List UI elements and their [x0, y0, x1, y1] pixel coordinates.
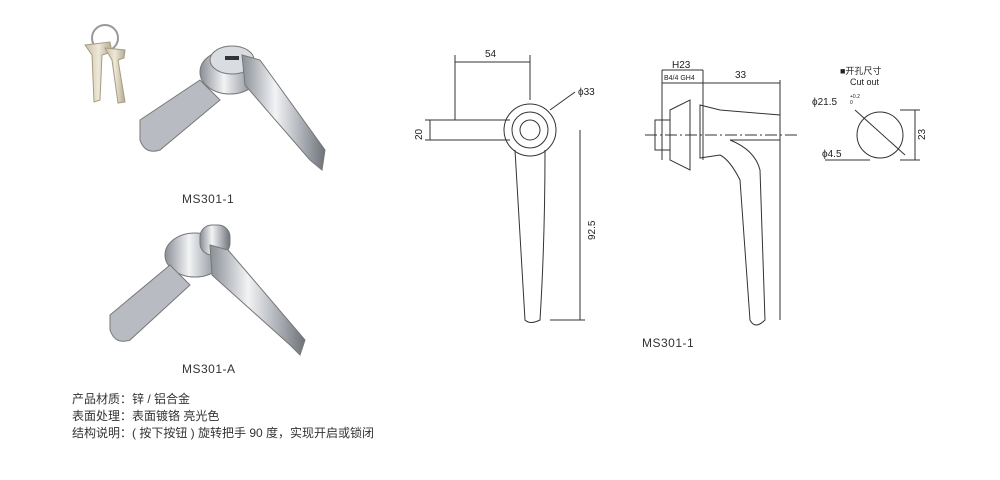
svg-text:54: 54 [485, 49, 497, 60]
spec-material: 产品材质：锌 / 铝合金 [72, 391, 374, 408]
keys-icon [84, 24, 126, 104]
spec-label: 产品材质： [72, 392, 133, 406]
front-view: 54 ϕ33 20 92.5 [414, 49, 598, 323]
spec-value: ( 按下按钮 ) 旋转把手 90 度，实现开启或锁闭 [132, 426, 375, 440]
technical-drawing: 54 ϕ33 20 92.5 H23 B4/4 GH4 33 ■开孔尺寸 Cut… [414, 49, 928, 326]
svg-text:0: 0 [850, 100, 853, 106]
product-caption: MS301-1 [182, 192, 235, 206]
spec-value: 锌 / 铝合金 [132, 392, 191, 406]
spec-list: 产品材质：锌 / 铝合金 表面处理：表面镀铬 亮光色 结构说明：( 按下按钮 )… [72, 391, 374, 442]
product-caption: MS301-A [182, 362, 236, 376]
svg-text:H23: H23 [672, 60, 691, 71]
svg-text:ϕ21.5: ϕ21.5 [812, 97, 838, 108]
spec-label: 结构说明： [72, 426, 133, 440]
svg-text:ϕ4.5: ϕ4.5 [822, 149, 842, 160]
product-image-ms301-a [109, 224, 306, 356]
svg-text:■开孔尺寸: ■开孔尺寸 [840, 65, 881, 76]
drawing-caption: MS301-1 [642, 336, 695, 350]
cutout-view: ■开孔尺寸 Cut out ϕ21.5 +0.2 0 23 ϕ4.5 [812, 65, 928, 161]
spec-structure: 结构说明：( 按下按钮 ) 旋转把手 90 度，实现开启或锁闭 [72, 425, 374, 442]
svg-text:ϕ33: ϕ33 [578, 87, 595, 98]
spec-label: 表面处理： [72, 409, 133, 423]
svg-text:+0.2: +0.2 [850, 94, 860, 100]
svg-text:B4/4 GH4: B4/4 GH4 [664, 75, 695, 82]
svg-text:20: 20 [414, 128, 425, 140]
product-image-ms301-1 [84, 24, 326, 171]
svg-text:92.5: 92.5 [587, 220, 598, 240]
side-view: H23 B4/4 GH4 33 [645, 60, 800, 326]
spec-finish: 表面处理：表面镀铬 亮光色 [72, 408, 374, 425]
spec-value: 表面镀铬 亮光色 [132, 409, 220, 423]
svg-text:23: 23 [917, 128, 928, 140]
handle-icon [139, 45, 326, 171]
svg-text:Cut out: Cut out [850, 77, 880, 87]
svg-text:33: 33 [735, 70, 747, 81]
